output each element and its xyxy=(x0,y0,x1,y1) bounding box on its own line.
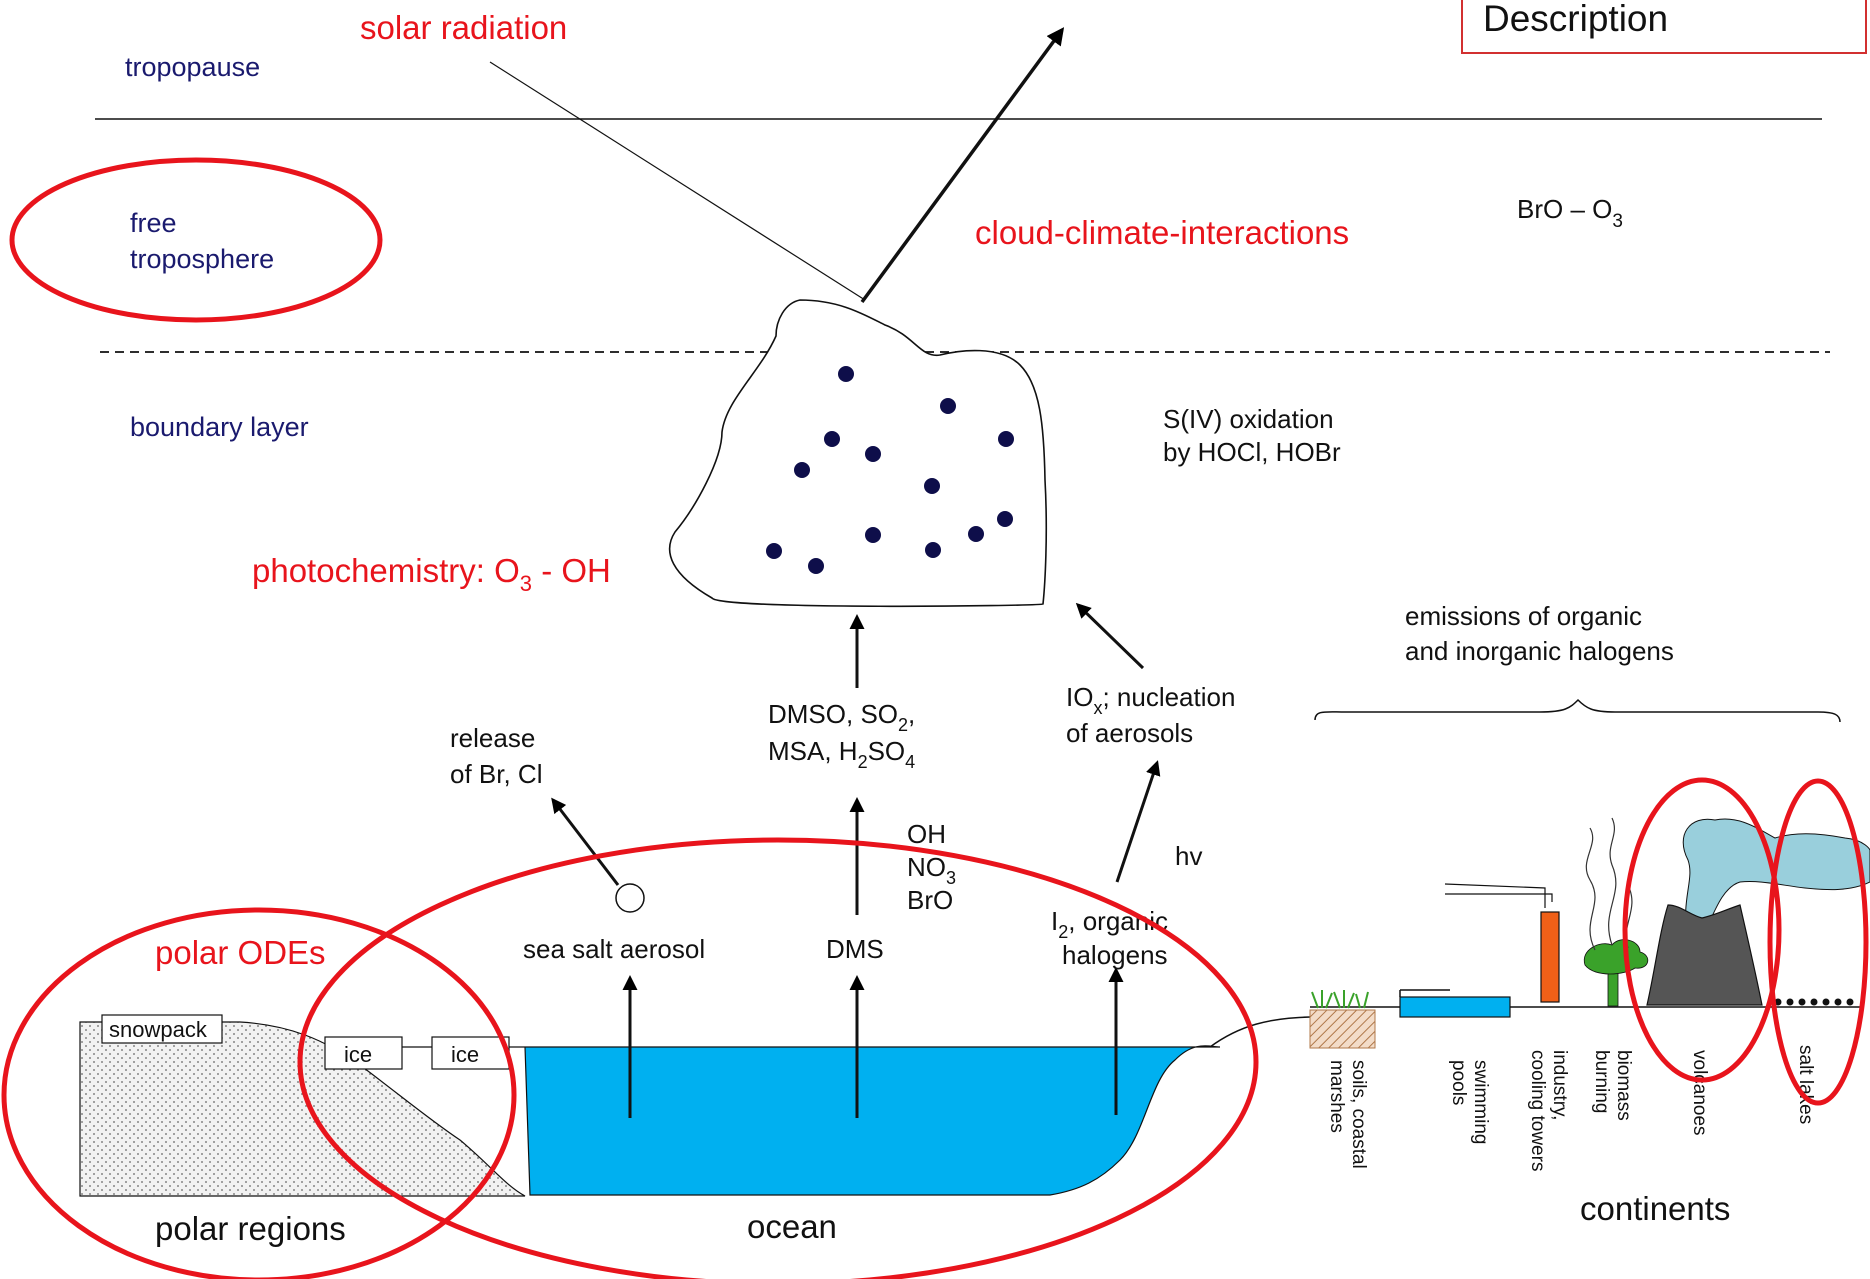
polar-odes-label: polar ODEs xyxy=(155,934,326,971)
snowpack-box xyxy=(101,1014,223,1044)
release-label-line2: of Br, Cl xyxy=(450,759,542,789)
highlight-free-troposphere xyxy=(9,157,383,323)
droplet xyxy=(824,431,840,447)
bro-o3-label: BrO – O3 xyxy=(1517,194,1623,232)
photochemistry-label: photochemistry: O3 - OH xyxy=(252,552,611,596)
volcano xyxy=(1646,904,1763,1006)
svg-text:volcanoes: volcanoes xyxy=(1689,1050,1710,1136)
hv-label: hv xyxy=(1175,841,1202,871)
sea-salt-aerosol-label: sea salt aerosol xyxy=(523,934,705,964)
biomass-label: biomass burning xyxy=(1591,1050,1634,1121)
highlight-volcanoes xyxy=(1622,777,1782,1083)
ocean-label: ocean xyxy=(747,1208,837,1245)
ice-label-1: ice xyxy=(344,1042,372,1067)
emissions-label-line1: emissions of organic xyxy=(1405,601,1642,631)
marsh-soil xyxy=(1309,1009,1376,1049)
emissions-label-line2: and inorganic halogens xyxy=(1405,636,1674,666)
droplet xyxy=(808,558,824,574)
description-label: Description xyxy=(1483,0,1669,39)
snowpack-slope xyxy=(79,1021,526,1197)
droplet xyxy=(968,526,984,542)
svg-text:salt lakes: salt lakes xyxy=(1795,1045,1816,1124)
cloud xyxy=(668,299,1048,608)
droplet xyxy=(838,366,854,382)
solar-radiation-label: solar radiation xyxy=(360,9,567,46)
marsh-grass xyxy=(1311,990,1369,1009)
highlight-ellipses xyxy=(1,157,1869,1279)
solar-radiation-ray xyxy=(489,61,866,301)
halogens-label: halogens xyxy=(1062,940,1168,970)
arrow-halogens-up xyxy=(1115,760,1161,883)
cloud-climate-label: cloud-climate-interactions xyxy=(975,214,1349,251)
svg-text:soils, coastal: soils, coastal xyxy=(1348,1060,1369,1169)
droplet xyxy=(997,511,1013,527)
ice-label-2: ice xyxy=(451,1042,479,1067)
continents-brace xyxy=(1314,698,1841,723)
continents-label: continents xyxy=(1580,1190,1730,1227)
highlight-polar-regions xyxy=(1,907,517,1279)
cloud-droplets xyxy=(766,366,1014,574)
siv-label-line1: S(IV) oxidation xyxy=(1163,404,1334,434)
sea-salt-particle xyxy=(615,883,645,913)
chimney xyxy=(1540,911,1560,1003)
svg-text:burning: burning xyxy=(1591,1050,1612,1113)
oh-label: OH xyxy=(907,819,946,849)
pool-ladder xyxy=(1399,989,1450,997)
droplet xyxy=(925,542,941,558)
siv-label-line2: by HOCl, HOBr xyxy=(1163,437,1341,467)
salt-lakes-label: salt lakes xyxy=(1795,1045,1816,1124)
dms-label: DMS xyxy=(826,934,884,964)
bro-label: BrO xyxy=(907,885,953,915)
droplet xyxy=(998,431,1014,447)
description-box: Description xyxy=(1461,0,1867,54)
droplet xyxy=(865,446,881,462)
svg-text:biomass: biomass xyxy=(1613,1050,1634,1121)
highlight-salt-lakes xyxy=(1767,778,1869,1106)
pools-label: swimming pools xyxy=(1448,1060,1491,1144)
ocean xyxy=(300,1045,1221,1196)
highlight-ocean xyxy=(297,837,1259,1279)
svg-text:swimming: swimming xyxy=(1470,1060,1491,1144)
boundary-layer-label: boundary layer xyxy=(130,412,309,442)
release-label-line1: release xyxy=(450,723,535,753)
salt-lake xyxy=(1774,998,1854,1006)
iox-label-line1: IOx; nucleation xyxy=(1066,682,1235,718)
chimney-smoke xyxy=(1444,883,1553,908)
reflected-radiation-arrow xyxy=(860,27,1065,304)
swimming-pool xyxy=(1399,996,1511,1018)
ocean-shore-right xyxy=(1209,1016,1311,1048)
droplet xyxy=(940,398,956,414)
ice-box-1 xyxy=(324,1036,403,1070)
volcanoes-label: volcanoes xyxy=(1689,1050,1710,1136)
dmso-label-line2: MSA, H2SO4 xyxy=(768,736,915,772)
droplet xyxy=(865,527,881,543)
svg-text:marshes: marshes xyxy=(1326,1060,1347,1133)
dmso-label-line1: DMSO, SO2, xyxy=(768,699,915,735)
polar-regions-label: polar regions xyxy=(155,1210,346,1247)
droplet xyxy=(924,478,940,494)
droplet xyxy=(766,543,782,559)
iox-label-line2: of aerosols xyxy=(1066,718,1193,748)
snowpack-label: snowpack xyxy=(109,1017,208,1042)
no3-label: NO3 xyxy=(907,852,956,888)
svg-text:pools: pools xyxy=(1448,1060,1469,1105)
tropopause-label: tropopause xyxy=(125,52,260,82)
svg-text:cooling towers: cooling towers xyxy=(1527,1050,1548,1171)
free-troposphere-label-line1: free xyxy=(130,208,177,238)
droplet xyxy=(794,462,810,478)
i2-label: I2, organic xyxy=(1051,906,1168,942)
arrow-iox-to-cloud xyxy=(1075,602,1145,670)
svg-text:industry,: industry, xyxy=(1549,1050,1570,1120)
industry-label: industry, cooling towers xyxy=(1527,1050,1570,1171)
arrow-release-br-cl xyxy=(551,797,620,886)
soils-label: soils, coastal marshes xyxy=(1326,1060,1369,1169)
free-troposphere-label-line2: troposphere xyxy=(130,244,274,274)
